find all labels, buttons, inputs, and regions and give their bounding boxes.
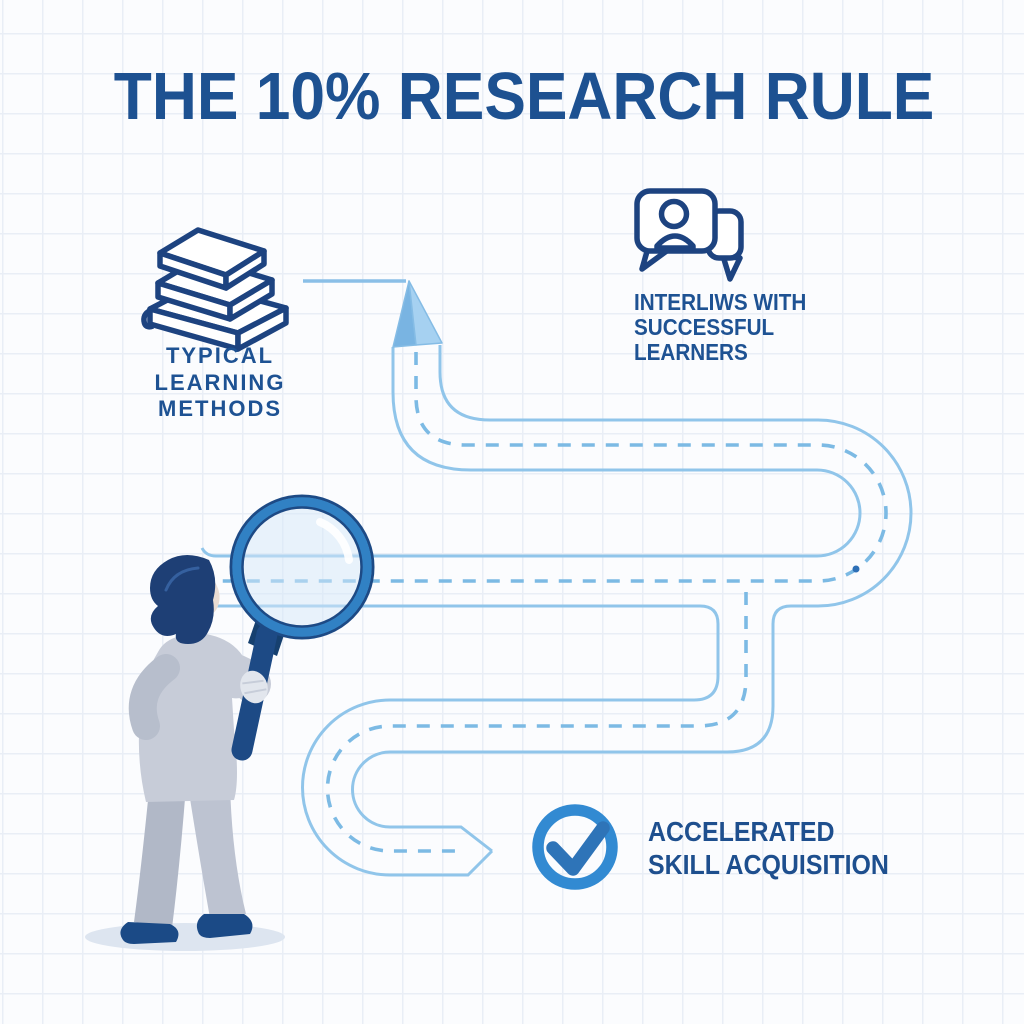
- back-leg: [134, 780, 186, 928]
- hair-highlight: [164, 566, 200, 592]
- winding-path: [200, 345, 913, 877]
- check-mark: [546, 821, 610, 876]
- hair: [150, 555, 216, 644]
- right-shoe: [196, 914, 253, 938]
- typical-learning-label: TYPICAL LEARNING METHODS: [112, 343, 328, 423]
- chat-bubbles-icon: [634, 188, 744, 282]
- typical-learning-line-2: LEARNING: [154, 369, 286, 395]
- left-shoe: [120, 922, 179, 944]
- large-speech-bubble: [634, 188, 718, 272]
- person-head: [658, 198, 690, 230]
- gripping-hand: [240, 670, 268, 704]
- rim-outer-edge: [229, 494, 375, 640]
- magnifying-glass-icon: [229, 494, 375, 761]
- check-circle-icon: [532, 804, 618, 890]
- glass-lens: [244, 509, 360, 625]
- interviews-line-2: SUCCESSFUL: [634, 314, 775, 340]
- typical-learning-line-3: METHODS: [158, 396, 282, 421]
- ground-shadow: [85, 923, 285, 951]
- books-stack-icon: [141, 227, 289, 352]
- accelerated-line-1: ACCELERATED: [648, 816, 835, 847]
- person-with-magnifier-illustration: [85, 494, 375, 951]
- folded-back-arm: [128, 654, 180, 740]
- typical-learning-line-1: TYPICAL: [165, 343, 275, 368]
- front-leg: [188, 784, 246, 918]
- interviews-label: INTERLIWS WITH SUCCESSFUL LEARNERS: [634, 290, 806, 365]
- accelerated-line-2: SKILL ACQUISITION: [648, 849, 889, 880]
- road-dot: [852, 565, 860, 573]
- road-edge-lower: [216, 604, 720, 877]
- interviews-line-3: LEARNERS: [634, 339, 748, 365]
- page-title: THE 10% RESEARCH RULE: [113, 59, 935, 134]
- road-edge-inner: [351, 345, 913, 853]
- rim-inner-edge: [241, 506, 363, 628]
- accelerated-label: ACCELERATED SKILL ACQUISITION: [648, 815, 889, 881]
- up-arrow-icon: [303, 279, 443, 348]
- road-edge-outer: [200, 347, 862, 558]
- rim-blue-band: [232, 497, 372, 637]
- arrow-right-facet: [408, 280, 443, 346]
- interviews-line-1: INTERLIWS WITH: [634, 289, 807, 315]
- road-dashed-centerline-lower: [325, 592, 748, 853]
- person-shoulders: [654, 233, 696, 251]
- lens-highlight: [316, 518, 353, 564]
